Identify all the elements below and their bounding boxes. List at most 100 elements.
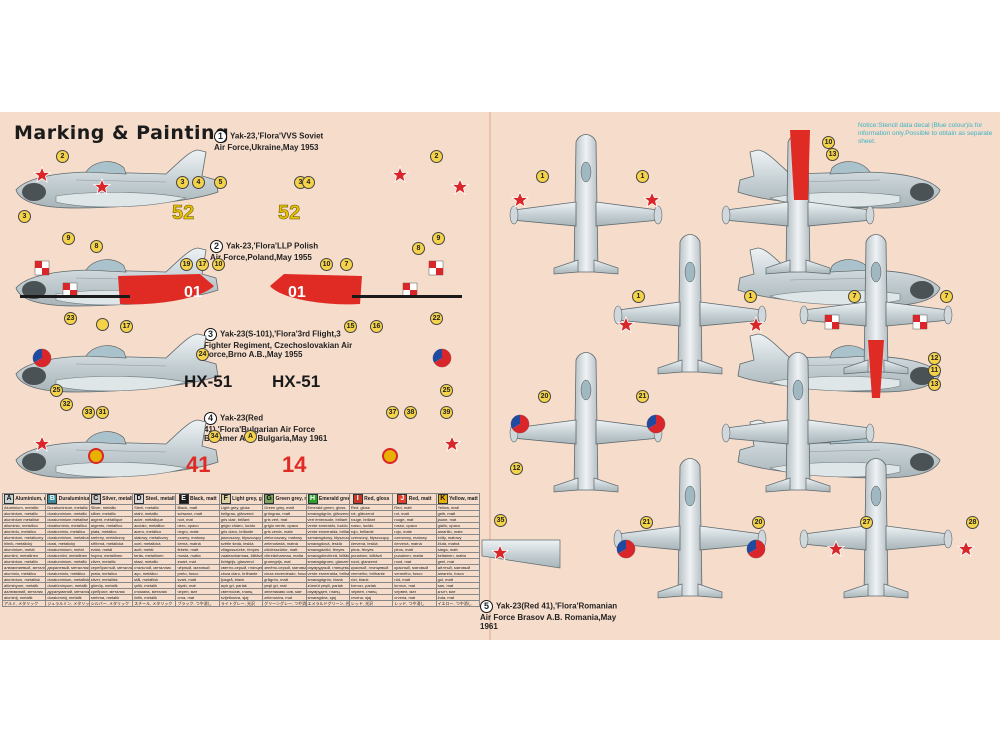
table-cell: zielonoszary, matowy (262, 534, 307, 541)
tail-code-52-left: 52 (172, 202, 195, 225)
table-cell: зелёно-серый, матовый (262, 564, 307, 571)
table-cell: зеленикаво сив, мат (262, 588, 307, 595)
callout-marker: 15 (344, 320, 357, 333)
table-cell: Emerald green, gloss (305, 504, 350, 511)
paint-header-label: Duraluminium, metallic (58, 496, 88, 502)
table-cell: стальной, металлик (132, 564, 177, 571)
paint-letter-chip: E (178, 494, 189, 504)
callout-marker: 39 (440, 406, 453, 419)
tail-code-hx51-left: HX-51 (184, 372, 233, 391)
table-cell: duraluminium, metaliczny (45, 534, 90, 541)
paint-letter-chip: J (397, 494, 408, 504)
callout-marker: 13 (928, 378, 941, 391)
table-cell: duralumiini, metallinen (45, 552, 90, 559)
paint-header-label: Aluminium, metallic (15, 496, 45, 502)
table-cell: duraluminium, metallisk (45, 576, 90, 583)
callout-marker: 2 (56, 150, 69, 163)
callout-marker: 7 (940, 290, 953, 303)
table-cell: czerwony, błyszczący (348, 534, 394, 541)
callout-marker: A (244, 430, 257, 443)
scheme-4-text: Yak-23(Red 41),'Flora'Bulgarian Air Forc… (204, 413, 328, 443)
table-cell: duraluminium, metallic (45, 510, 90, 517)
table-cell: aluminium, metallisk (1, 576, 47, 583)
paint-letter-chip: D (134, 494, 145, 504)
tail-code-14: 14 (282, 452, 307, 477)
callout-marker: 1 (632, 290, 645, 303)
callout-marker: 25 (50, 384, 63, 397)
paint-header-label: Green grey, matt (275, 496, 305, 502)
table-cell: レッド, つや消し (392, 600, 437, 607)
table-cell: серебристый, металлик (88, 564, 134, 571)
paint-header-label: Black, matt (188, 496, 217, 502)
paint-letter-chip: H (307, 494, 318, 504)
paint-letter-chip: K (437, 494, 448, 504)
table-cell: szmaragdowy, błyszczący (305, 534, 350, 541)
table-cell: スチール, メタリック (132, 600, 177, 607)
table-cell: vaaleanharmaa, kiiltävä (218, 552, 264, 559)
paint-letter-chip: A (4, 494, 14, 504)
table-cell: cinza esverdeado, fosco (262, 570, 307, 577)
paint-column-d: D Steel, metallic (132, 493, 177, 505)
page-title: Marking & Painting (14, 122, 230, 144)
table-cell: Duraluminium, metallic (45, 504, 90, 511)
table-cell: シルバー, メタリック (88, 600, 134, 607)
paint-letter-chip: I (352, 494, 363, 504)
callout-marker: 28 (966, 516, 979, 529)
paint-column-a: A Aluminium, metallic (1, 493, 47, 505)
table-cell: レッド, 光沢 (348, 600, 394, 607)
callout-marker: 38 (404, 406, 417, 419)
callout-marker: 8 (90, 240, 103, 253)
callout-marker: 35 (494, 514, 507, 527)
table-cell: алюминиевый, металлик (1, 564, 47, 571)
paint-column-i: I Red, gloss (348, 493, 394, 505)
scheme-2-text: Yak-23,'Flora'LLP Polish Air Force,Polan… (210, 241, 319, 262)
tail-code-01-right: 01 (288, 284, 306, 301)
table-cell: duralluminio, metallico (45, 522, 90, 529)
tail-code-41: 41 (186, 452, 211, 477)
tail-code-01-left: 01 (184, 284, 202, 301)
paint-header-label: Red, matt (407, 496, 432, 502)
scheme-3-text: Yak-23(S-101),'Flora'3rd Flight,3 Fighte… (204, 329, 353, 359)
callout-marker: 16 (370, 320, 383, 333)
table-cell: smaragdzöld, fényes (305, 546, 350, 553)
callout-marker: 22 (430, 312, 443, 325)
callout-marker: 3 (176, 176, 189, 189)
callout-marker: 19 (180, 258, 193, 271)
callout-marker: 32 (60, 398, 73, 411)
callout-marker: 27 (860, 516, 873, 529)
paint-header-label: Steel, metallic (144, 496, 176, 502)
table-cell: дюралевый, металлик (45, 564, 90, 571)
paint-header-label: Light grey, gloss (232, 496, 262, 502)
callout-marker: 20 (538, 390, 551, 403)
callout-marker: 23 (64, 312, 77, 325)
table-cell: duralumínium, metál (45, 546, 90, 553)
callout-marker: 2 (430, 150, 443, 163)
callout-marker: 4 (302, 176, 315, 189)
callout-marker: 9 (432, 232, 445, 245)
table-cell: ジュラルミン, メタリック (45, 600, 90, 607)
callout-marker: 24 (196, 348, 209, 361)
table-cell: duraluminium, metallic (45, 558, 90, 565)
callout-marker: 21 (640, 516, 653, 529)
table-row: アルミ, メタリックジュラルミン, メタリックシルバー, メタリックスチール, … (1, 600, 481, 607)
callout-marker: 9 (62, 232, 75, 245)
callout-marker: 8 (412, 242, 425, 255)
sheet-divider (489, 112, 491, 640)
